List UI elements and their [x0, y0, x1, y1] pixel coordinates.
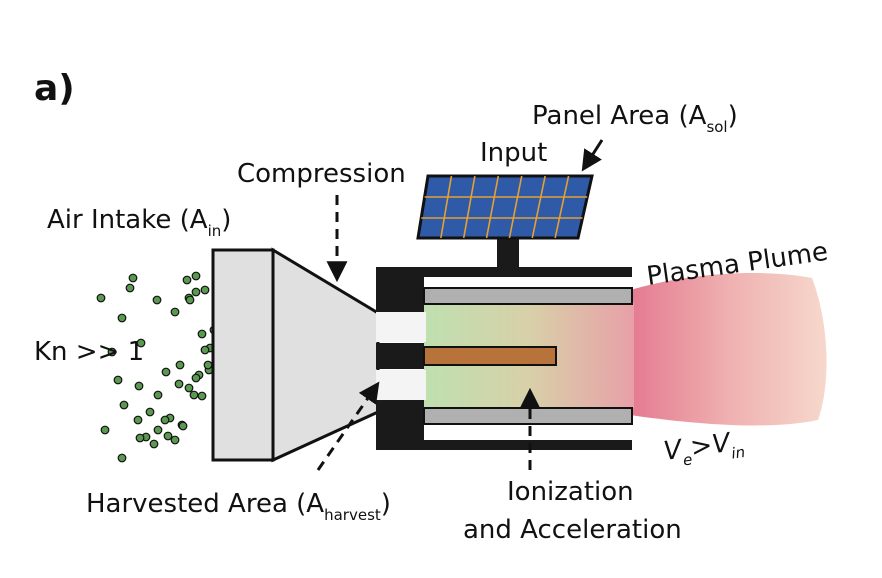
gas-particle [191, 287, 201, 297]
gas-particle [107, 347, 117, 357]
gas-particle [178, 421, 188, 431]
gas-particle [128, 273, 138, 283]
compression-label: Compression [237, 159, 406, 189]
gas-particle [189, 390, 199, 400]
panel-mast [497, 234, 519, 268]
gas-particle [134, 381, 144, 391]
gas-particle [125, 283, 135, 293]
ionization-label-line1: Ionization [507, 477, 634, 507]
panel-area-label: Panel Area (Asol) [532, 101, 738, 136]
panel-grid-line [462, 175, 476, 239]
harvested-inlet-lower [376, 370, 426, 400]
ionization-label-line2: and Acceleration [463, 515, 682, 545]
gas-particle [153, 390, 163, 400]
plasma-plume [630, 273, 827, 426]
gas-particle [133, 415, 143, 425]
velocity-relation-label: Ve>Vin [662, 426, 746, 472]
harvested-arrow [316, 381, 380, 471]
gas-particle [174, 379, 184, 389]
gas-particle [182, 275, 192, 285]
gas-particle [119, 400, 129, 410]
gas-particle [170, 307, 180, 317]
gas-particle [160, 415, 170, 425]
input-label: Input [480, 138, 547, 168]
gas-particle [149, 439, 159, 449]
gas-particle [96, 293, 106, 303]
gas-particle [100, 425, 110, 435]
knudsen-label: Kn >> 1 [34, 337, 144, 367]
gas-particle [197, 329, 207, 339]
panel-grid-line [554, 175, 570, 239]
gas-particle [185, 295, 195, 305]
gas-particle [163, 431, 173, 441]
air-intake-label: Air Intake (Ain) [47, 205, 231, 240]
panel-grid-line [531, 175, 546, 239]
gas-particle [161, 367, 171, 377]
gas-particle [136, 338, 146, 348]
gas-particle [145, 407, 155, 417]
panel-grid-line [440, 175, 453, 239]
gas-particle [203, 360, 213, 370]
gas-particle [184, 383, 194, 393]
gas-particle [200, 285, 210, 295]
gas-particle [117, 453, 127, 463]
solar-panel [416, 174, 594, 240]
panel-letter: a) [34, 68, 75, 109]
gas-particle [191, 271, 201, 281]
gas-particle [170, 435, 180, 445]
air-intake-block [211, 248, 275, 462]
gas-particle [153, 425, 163, 435]
gas-particle [152, 295, 162, 305]
gas-particle [200, 345, 210, 355]
panel-area-arrow [581, 139, 604, 172]
compression-cone [271, 247, 380, 463]
gas-particle [117, 313, 127, 323]
anode-rod [423, 346, 557, 366]
harvested-inlet [376, 312, 426, 342]
panel-grid-line [508, 175, 523, 239]
panel-grid-line [485, 175, 500, 239]
gas-particles [96, 271, 231, 463]
harvested-area-label: Harvested Area (Aharvest) [86, 489, 391, 524]
gas-particle [197, 391, 207, 401]
gas-particle [175, 360, 185, 370]
gas-particle [135, 433, 145, 443]
gas-particle [191, 373, 201, 383]
gas-particle [113, 375, 123, 385]
